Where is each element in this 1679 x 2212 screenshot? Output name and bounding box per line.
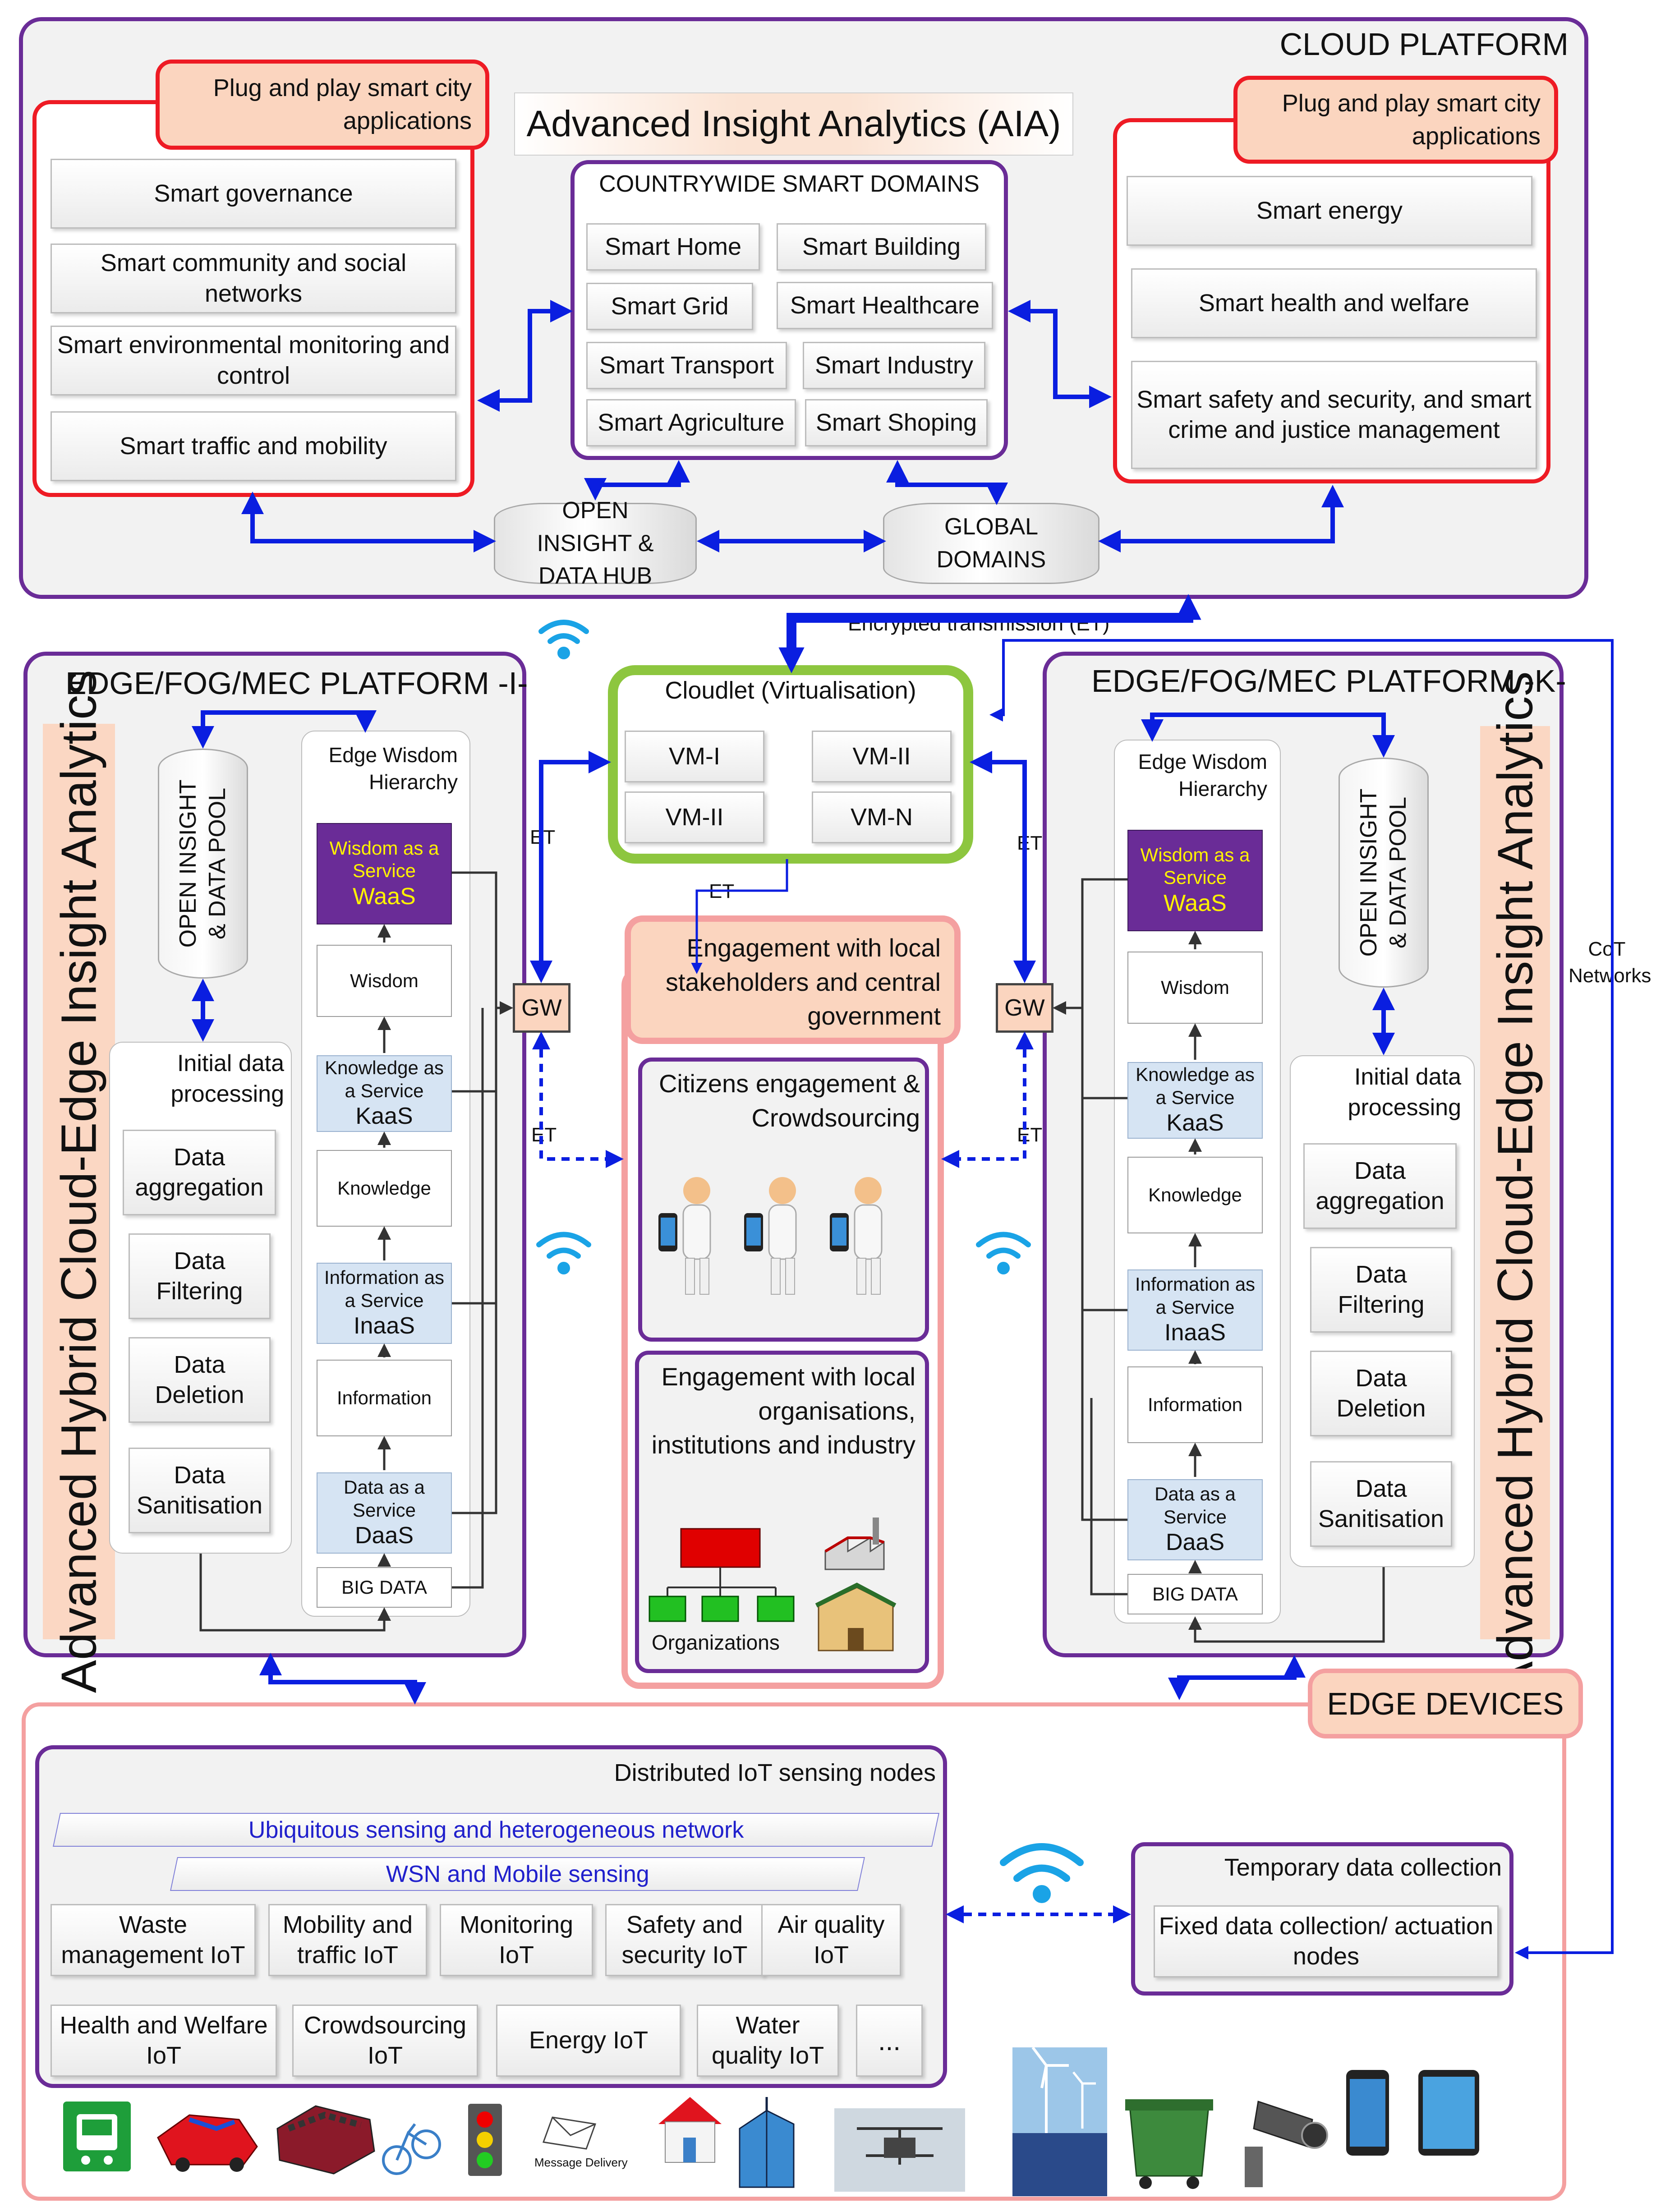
fixed-collection-nodes: Fixed data collection/ actuation nodes xyxy=(1154,1905,1499,1977)
temp-collection-title: Temporary data collection xyxy=(1224,1854,1502,1881)
link-right-gw-engagement xyxy=(941,1031,1034,1168)
wifi-icon-top xyxy=(538,620,589,659)
edge-left-data-sanitisation: Data Sanitisation xyxy=(129,1448,271,1533)
ubiquitous-sensing-banner: Ubiquitous sensing and heterogeneous net… xyxy=(53,1813,939,1847)
edge-left-init-title: Initial data processing xyxy=(170,1050,284,1107)
edge-right-sidebar: Advanced Hybrid Cloud-Edge Insight Analy… xyxy=(1480,671,1550,1694)
edge-right-hierarchy-title: Edge Wisdom Hierarchy xyxy=(1138,750,1267,800)
vm-1: VM-I xyxy=(625,731,764,782)
orgs-title: Engagement with local organisations, ins… xyxy=(651,1362,915,1459)
global-domains: GLOBAL DOMAINS xyxy=(883,503,1099,584)
message-delivery-label: Message Delivery xyxy=(534,2156,628,2169)
edge-right-wisdom: Wisdom xyxy=(1127,952,1263,1024)
edge-right-data-filtering: Data Filtering xyxy=(1310,1247,1452,1333)
domain-smart-home: Smart Home xyxy=(586,223,760,271)
edge-right-gateway: GW xyxy=(996,983,1053,1033)
et-label-gw-right: ET xyxy=(1017,832,1043,854)
iot-more: ... xyxy=(856,2005,923,2077)
iot-water-quality: Water quality IoT xyxy=(697,2005,839,2077)
vm-2: VM-II xyxy=(812,731,952,782)
plug-right-banner: Plug and play smart city applications xyxy=(1233,76,1558,164)
edge-right-data-sanitisation: Data Sanitisation xyxy=(1310,1461,1452,1547)
orgs-label: Organizations xyxy=(652,1631,780,1654)
link-right-gw-cloudlet xyxy=(970,751,1036,983)
edge-left-title: EDGE/FOG/MEC PLATFORM -I- xyxy=(65,666,528,701)
plug-left-banner: Plug and play smart city applications xyxy=(156,60,489,150)
edge-left-hierarchy-title: Edge Wisdom Hierarchy xyxy=(328,743,458,794)
app-smart-health: Smart health and welfare xyxy=(1131,268,1537,338)
app-smart-safety: Smart safety and security, and smart cri… xyxy=(1131,361,1537,469)
domain-smart-grid: Smart Grid xyxy=(586,283,753,330)
iot-air-quality: Air quality IoT xyxy=(761,1904,901,1976)
app-smart-environment: Smart environmental monitoring and contr… xyxy=(51,326,456,395)
wsn-mobile-banner: WSN and Mobile sensing xyxy=(170,1857,865,1891)
domain-smart-building: Smart Building xyxy=(777,223,986,271)
cot-networks-label: CoT Networks xyxy=(1569,936,1651,989)
edge-left-data-pool: OPEN INSIGHT & DATA POOL xyxy=(158,749,248,979)
citizens-title: Citizens engagement & Crowdsourcing xyxy=(658,1069,920,1132)
iot-safety: Safety and security IoT xyxy=(605,1904,764,1976)
iot-monitoring: Monitoring IoT xyxy=(440,1904,593,1976)
iot-crowdsourcing: Crowdsourcing IoT xyxy=(292,2005,478,2077)
et-label-cloudlet: ET xyxy=(709,880,735,902)
edge-left-data-deletion: Data Deletion xyxy=(129,1337,271,1423)
edge-right-data-aggregation: Data aggregation xyxy=(1303,1143,1457,1229)
edge-left-wisdom: Wisdom xyxy=(317,945,452,1017)
encrypted-transmission-label: Encrypted transmission (ET) xyxy=(848,611,1110,635)
app-smart-energy: Smart energy xyxy=(1127,176,1532,246)
edge-left-sidebar: Advanced Hybrid Cloud-Edge Insight Analy… xyxy=(43,670,115,1693)
edge-left-gateway: GW xyxy=(513,983,570,1033)
link-left-edge-devices xyxy=(259,1653,426,1705)
domain-smart-transport: Smart Transport xyxy=(586,342,787,389)
et-label-right-dashed: ET xyxy=(1017,1124,1043,1146)
vm-3: VM-II xyxy=(625,791,764,843)
domain-smart-agriculture: Smart Agriculture xyxy=(586,399,796,446)
aia-title: Advanced Insight Analytics (AIA) xyxy=(514,92,1073,156)
iot-sensing-title: Distributed IoT sensing nodes xyxy=(614,1759,936,1786)
edge-left-bigdata: BIG DATA xyxy=(317,1567,452,1608)
iot-health: Health and Welfare IoT xyxy=(51,2005,277,2077)
edge-left-data-aggregation: Data aggregation xyxy=(123,1130,276,1215)
edge-left-knowledge: Knowledge xyxy=(317,1150,452,1227)
edge-right-data-deletion: Data Deletion xyxy=(1310,1351,1452,1436)
link-right-edge-devices xyxy=(1168,1655,1306,1700)
edge-devices-title: EDGE DEVICES xyxy=(1308,1669,1583,1738)
edge-right-data-pool: OPEN INSIGHT & DATA POOL xyxy=(1339,758,1429,988)
engagement-title: Engagement with local stakeholders and c… xyxy=(625,915,961,1044)
edge-right-information: Information xyxy=(1127,1366,1263,1443)
edge-left-information: Information xyxy=(317,1360,452,1436)
wifi-icon-right xyxy=(976,1232,1031,1274)
link-left-gw-cloudlet xyxy=(530,751,611,983)
domain-smart-industry: Smart Industry xyxy=(803,342,985,389)
app-smart-traffic: Smart traffic and mobility xyxy=(51,411,456,481)
edge-right-knowledge: Knowledge xyxy=(1127,1157,1263,1233)
vm-n: VM-N xyxy=(812,791,952,843)
app-smart-community: Smart community and social networks xyxy=(51,244,456,313)
domain-smart-healthcare: Smart Healthcare xyxy=(777,282,993,329)
edge-left-data-filtering: Data Filtering xyxy=(129,1233,271,1319)
iot-waste: Waste management IoT xyxy=(51,1904,256,1976)
iot-energy: Energy IoT xyxy=(496,2005,681,2077)
open-insight-data-hub: OPEN INSIGHT & DATA HUB xyxy=(494,497,697,589)
et-label-left-dashed: ET xyxy=(531,1124,557,1146)
cloudlet-title: Cloudlet (Virtualisation) xyxy=(665,677,916,704)
edge-right-bigdata: BIG DATA xyxy=(1127,1574,1263,1614)
et-label-gw-left: ET xyxy=(530,826,556,848)
iot-mobility: Mobility and traffic IoT xyxy=(268,1904,427,1976)
domains-title: COUNTRYWIDE SMART DOMAINS xyxy=(599,171,980,197)
edge-right-init-title: Initial data processing xyxy=(1348,1064,1461,1121)
app-smart-governance: Smart governance xyxy=(51,159,456,229)
wifi-icon-left xyxy=(536,1232,591,1274)
cloud-platform-title: CLOUD PLATFORM xyxy=(1279,27,1569,62)
domain-smart-shoping: Smart Shoping xyxy=(805,399,988,446)
